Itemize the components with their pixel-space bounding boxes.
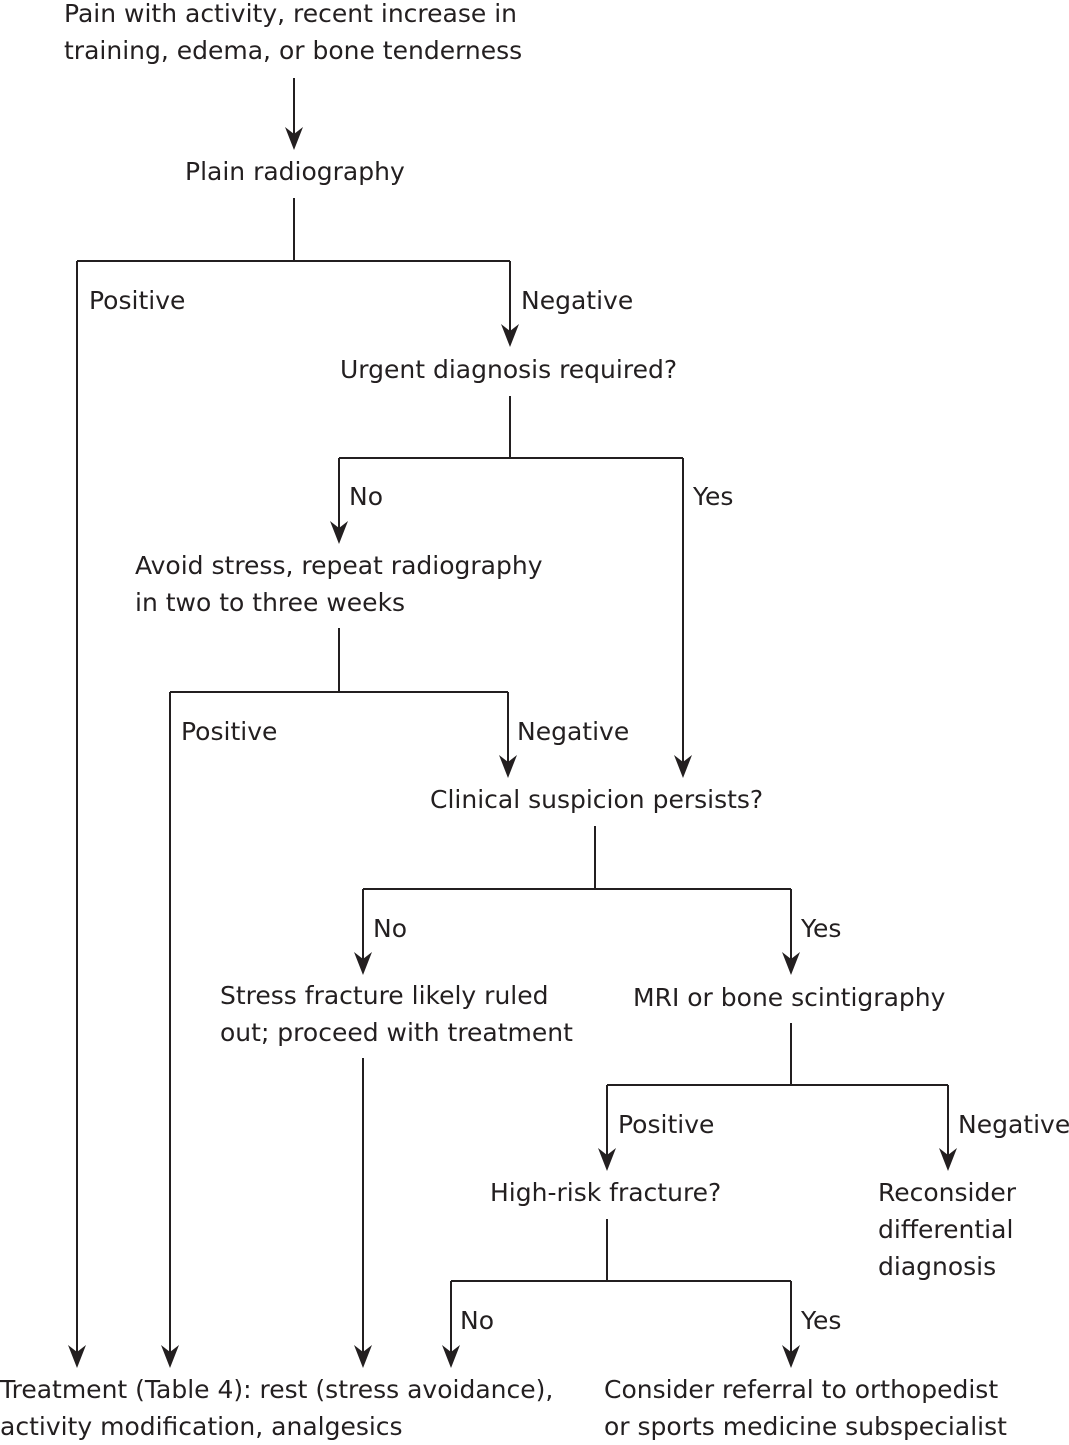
node-ruled-out-line-1: Stress fracture likely ruled — [220, 981, 549, 1010]
edge-label-suspicion-yes: Yes — [801, 914, 842, 943]
node-start-line-1: Pain with activity, recent increase in — [64, 0, 517, 28]
node-treatment-line-2: activity modification, analgesics — [0, 1412, 403, 1441]
node-urgent-diagnosis: Urgent diagnosis required? — [340, 351, 677, 388]
node-treatment-line-1: Treatment (Table 4): rest (stress avoida… — [0, 1375, 554, 1404]
node-reconsider: Reconsider differential diagnosis — [878, 1174, 1016, 1285]
edge-label-high-risk-yes: Yes — [801, 1306, 842, 1335]
arrowhead-suspicion-negative — [499, 755, 517, 778]
node-high-risk-fracture: High-risk fracture? — [490, 1174, 721, 1211]
arrowhead-mri — [782, 952, 800, 975]
arrowhead-avoid — [330, 521, 348, 544]
node-high-risk-fracture-line-1: High-risk fracture? — [490, 1178, 722, 1207]
node-start: Pain with activity, recent increase in t… — [64, 0, 522, 69]
node-referral-line-1: Consider referral to orthopedist — [604, 1375, 999, 1404]
arrowhead-urgent — [501, 324, 519, 347]
arrowhead-treatment-3 — [354, 1345, 372, 1368]
edge-label-radiography-negative: Negative — [521, 286, 634, 315]
edge-label-suspicion-no: No — [373, 914, 407, 943]
node-avoid-stress: Avoid stress, repeat radiography in two … — [135, 547, 542, 621]
arrowhead-radiography — [285, 127, 303, 150]
arrowhead-treatment-2 — [161, 1345, 179, 1368]
node-start-line-2: training, edema, or bone tenderness — [64, 36, 523, 65]
edge-label-avoid-positive: Positive — [181, 717, 278, 746]
node-reconsider-line-1: Reconsider — [878, 1178, 1017, 1207]
node-referral-line-2: or sports medicine subspecialist — [604, 1412, 1007, 1441]
node-avoid-stress-line-1: Avoid stress, repeat radiography — [135, 551, 543, 580]
edge-label-avoid-negative: Negative — [517, 717, 630, 746]
node-plain-radiography: Plain radiography — [185, 153, 405, 190]
arrowhead-suspicion-yes — [674, 755, 692, 778]
edge-label-urgent-no: No — [349, 482, 383, 511]
arrowhead-referral — [782, 1345, 800, 1368]
node-reconsider-line-2: differential — [878, 1215, 1014, 1244]
node-ruled-out: Stress fracture likely ruled out; procee… — [220, 977, 573, 1051]
edge-label-high-risk-no: No — [460, 1306, 494, 1335]
node-reconsider-line-3: diagnosis — [878, 1252, 997, 1281]
edge-label-mri-negative: Negative — [958, 1110, 1069, 1139]
node-urgent-diagnosis-line-1: Urgent diagnosis required? — [340, 355, 678, 384]
node-clinical-suspicion-line-1: Clinical suspicion persists? — [430, 785, 764, 814]
node-referral: Consider referral to orthopedist or spor… — [604, 1371, 1007, 1445]
node-treatment: Treatment (Table 4): rest (stress avoida… — [0, 1371, 553, 1445]
node-mri-scintigraphy-line-1: MRI or bone scintigraphy — [633, 983, 946, 1012]
arrowhead-reconsider — [939, 1148, 957, 1171]
node-clinical-suspicion: Clinical suspicion persists? — [430, 781, 763, 818]
node-avoid-stress-line-2: in two to three weeks — [135, 588, 406, 617]
node-mri-scintigraphy: MRI or bone scintigraphy — [633, 979, 945, 1016]
arrowhead-treatment-1 — [68, 1345, 86, 1368]
node-ruled-out-line-2: out; proceed with treatment — [220, 1018, 573, 1047]
edge-label-mri-positive: Positive — [618, 1110, 715, 1139]
edge-label-urgent-yes: Yes — [693, 482, 734, 511]
arrowhead-high-risk — [598, 1148, 616, 1171]
arrowhead-treatment-4 — [442, 1345, 460, 1368]
edge-label-radiography-positive: Positive — [89, 286, 186, 315]
node-plain-radiography-line-1: Plain radiography — [185, 157, 405, 186]
arrowhead-ruled-out — [354, 952, 372, 975]
